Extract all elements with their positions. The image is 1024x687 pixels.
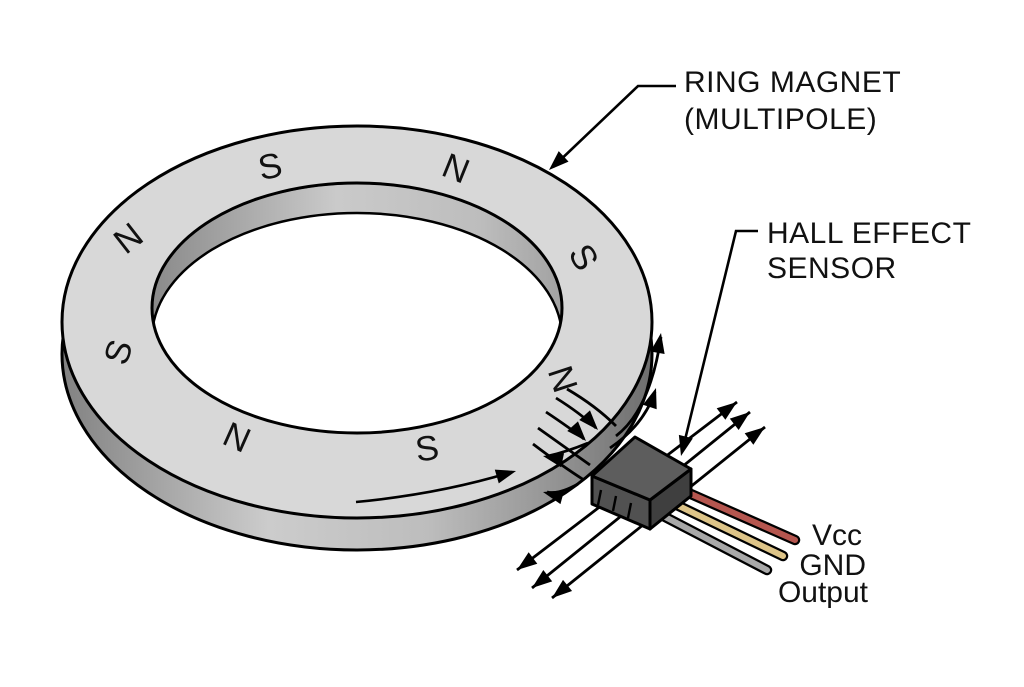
- pin-label-output: Output: [778, 576, 869, 609]
- flux-return-curve: [541, 482, 579, 505]
- sensor-body-top-face: [590, 435, 693, 502]
- hall-effect-sensor: [590, 435, 801, 576]
- ring-magnet-label-line1: RING MAGNET: [684, 66, 901, 99]
- flux-curve: [545, 410, 592, 446]
- ring-magnet-callout: RING MAGNET (MULTIPOLE): [544, 66, 901, 176]
- ring-magnet-label-line2: (MULTIPOLE): [684, 103, 877, 136]
- pin-labels: Vcc GND Output: [778, 519, 869, 609]
- flux-return-curve: [541, 441, 589, 468]
- flux-curve: [566, 387, 617, 427]
- hall-sensor-label-line2: SENSOR: [767, 252, 897, 285]
- ring-top-face: [60, 124, 654, 520]
- sensor-face-notches: [596, 489, 633, 519]
- pin-label-vcc: Vcc: [812, 519, 862, 552]
- flux-up-curve: [615, 331, 669, 438]
- ring-hole: [152, 211, 562, 433]
- hall-sensor-label-line1: HALL EFFECT: [767, 217, 971, 250]
- pin-label-gnd: GND: [799, 549, 866, 582]
- pole-label-5: S: [413, 428, 442, 470]
- ring-magnet: S N S N S N S N: [60, 124, 654, 552]
- flux-up-curve: [609, 385, 663, 450]
- flux-curve: [537, 426, 591, 467]
- flux-curve: [555, 396, 604, 435]
- ring-magnet-leader-line: [552, 84, 676, 168]
- hall-sensor-leader-line: [681, 229, 758, 449]
- rotation-direction-arrow: [355, 464, 518, 504]
- hall-sensor-callout: HALL EFFECT SENSOR: [674, 217, 971, 458]
